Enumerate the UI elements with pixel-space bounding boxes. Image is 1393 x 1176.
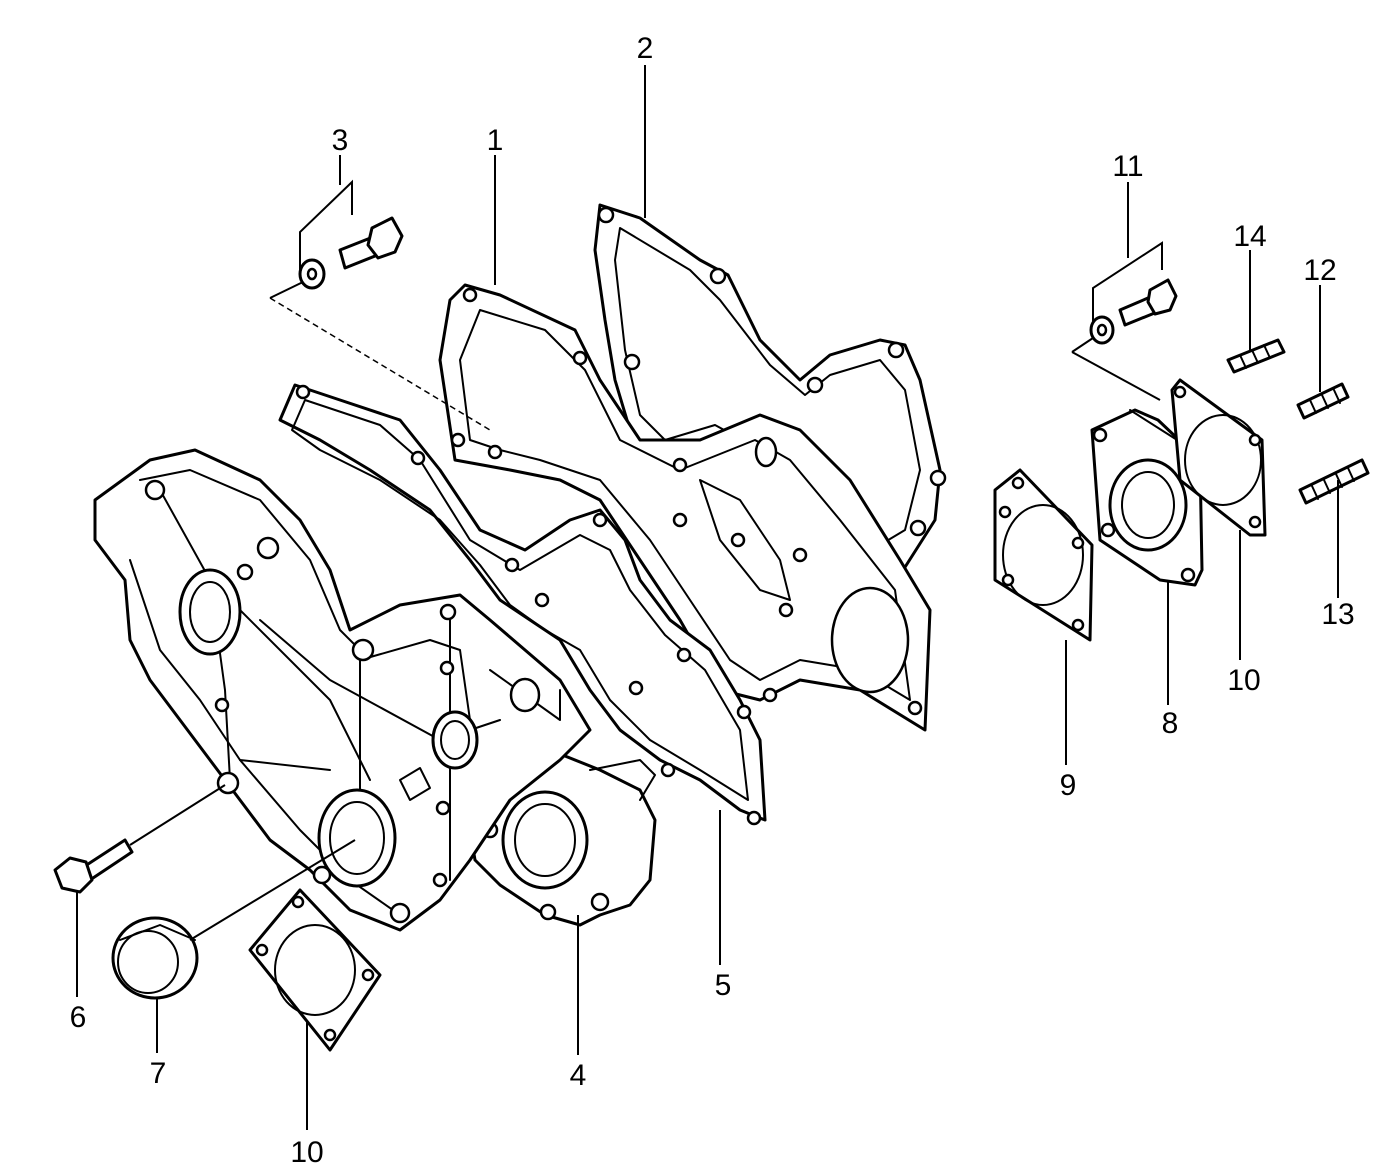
part-14-stud bbox=[1226, 338, 1286, 374]
leader-lines bbox=[76, 65, 1339, 1130]
part-13-stud bbox=[1298, 458, 1370, 505]
callout-10-right: 10 bbox=[1227, 664, 1260, 697]
part-2-gasket bbox=[593, 203, 947, 577]
callout-5: 5 bbox=[715, 969, 732, 1002]
callout-12: 12 bbox=[1303, 254, 1336, 287]
callout-4: 4 bbox=[570, 1059, 587, 1092]
callout-2: 2 bbox=[637, 32, 654, 65]
callout-9: 9 bbox=[1060, 769, 1077, 802]
part-6-bolt bbox=[53, 784, 226, 894]
part-10-gasket-lower bbox=[248, 888, 382, 1052]
callout-11: 11 bbox=[1112, 150, 1143, 183]
part-9-gasket bbox=[993, 468, 1094, 642]
gear-case bbox=[93, 448, 592, 932]
callout-8: 8 bbox=[1162, 707, 1179, 740]
callout-3: 3 bbox=[332, 124, 349, 157]
callout-7: 7 bbox=[150, 1057, 167, 1090]
part-1-plate bbox=[438, 283, 932, 732]
part-3-bolt-washer bbox=[269, 179, 491, 431]
part-5-gasket bbox=[278, 383, 767, 826]
part-11-bolt-washer bbox=[1071, 241, 1178, 401]
callout-14: 14 bbox=[1233, 220, 1266, 253]
part-12-stud bbox=[1296, 382, 1350, 420]
part-8-bearing-housing bbox=[1090, 408, 1204, 587]
part-10-gasket-upper bbox=[1170, 378, 1267, 537]
callout-1: 1 bbox=[487, 124, 504, 157]
callout-13: 13 bbox=[1321, 598, 1354, 631]
part-7-seal bbox=[111, 839, 356, 1000]
callout-6: 6 bbox=[70, 1001, 87, 1034]
callout-10-lower: 10 bbox=[290, 1136, 323, 1169]
callout-labels: 2 1 3 11 14 12 13 10 8 9 5 4 6 7 10 bbox=[70, 32, 1355, 1169]
